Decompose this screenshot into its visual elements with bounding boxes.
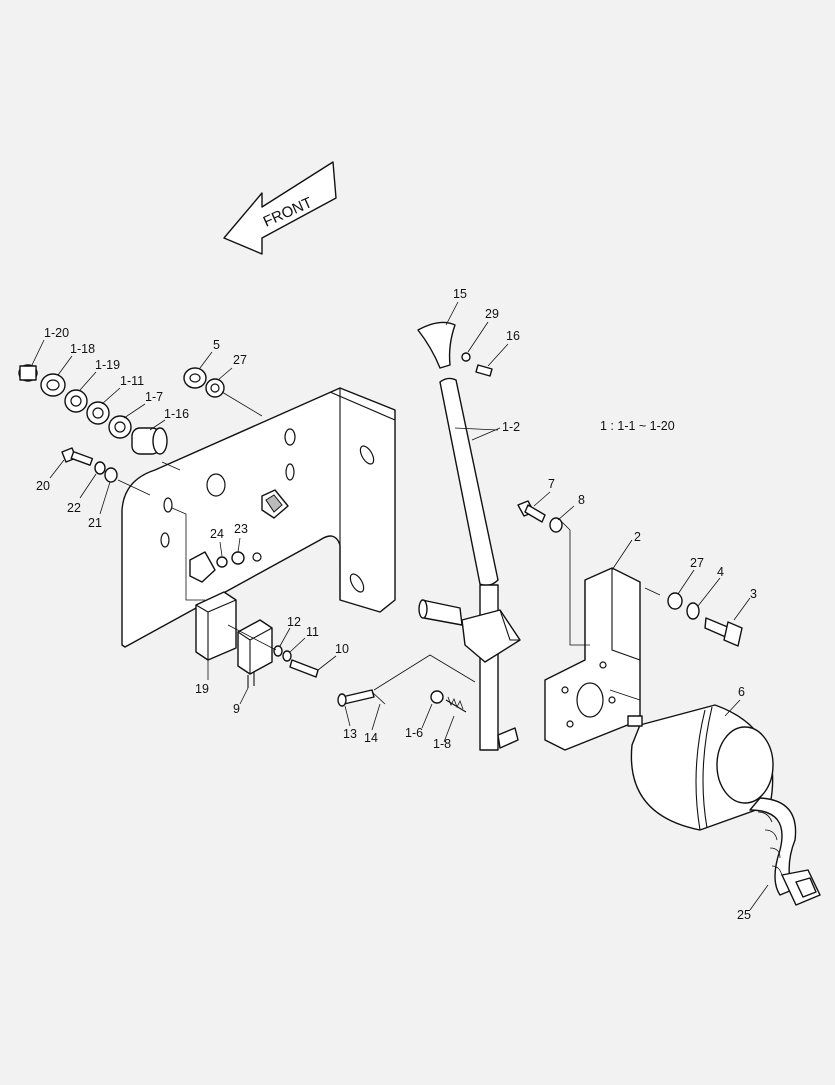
callout-16: 16 — [506, 329, 520, 343]
callout-23: 23 — [234, 522, 248, 536]
switch-assembly — [195, 591, 319, 688]
callout-10: 10 — [335, 642, 349, 656]
callout-1-8: 1-8 — [433, 737, 451, 751]
callout-1-6: 1-6 — [405, 726, 423, 740]
solenoid-bracket — [517, 500, 743, 751]
callout-15: 15 — [453, 287, 467, 301]
callout-12: 12 — [287, 615, 301, 629]
plate-hole — [206, 473, 226, 497]
callout-5: 5 — [213, 338, 220, 352]
callout-1-20: 1-20 — [44, 326, 69, 340]
callout-9: 9 — [233, 702, 240, 716]
scale-note: 1 : 1-1 ~ 1-20 — [600, 419, 675, 433]
solenoid — [627, 704, 821, 906]
callout-29: 29 — [485, 307, 499, 321]
callout-27-left: 27 — [233, 353, 247, 367]
callout-24: 24 — [210, 527, 224, 541]
callout-13: 13 — [343, 727, 357, 741]
callout-14: 14 — [364, 731, 378, 745]
callout-21: 21 — [88, 516, 102, 530]
front-arrow: FRONT — [223, 161, 337, 255]
callout-1-7: 1-7 — [145, 390, 163, 404]
callout-4: 4 — [717, 565, 724, 579]
left-hardware-stack — [18, 364, 263, 601]
callout-25: 25 — [737, 908, 751, 922]
callout-20: 20 — [36, 479, 50, 493]
callout-27-right: 27 — [690, 556, 704, 570]
callout-1-18: 1-18 — [70, 342, 95, 356]
main-bracket-plate — [121, 387, 396, 648]
callout-1-2: 1-2 — [502, 420, 520, 434]
callout-6: 6 — [738, 685, 745, 699]
callout-1-16: 1-16 — [164, 407, 189, 421]
callout-19: 19 — [195, 682, 209, 696]
pin-and-spring — [337, 654, 476, 713]
callout-3: 3 — [750, 587, 757, 601]
shift-lever — [417, 321, 521, 751]
leader-lines — [31, 301, 769, 911]
callout-1-11: 1-11 — [120, 374, 144, 388]
callout-2: 2 — [634, 530, 641, 544]
callout-1-19: 1-19 — [95, 358, 120, 372]
callout-22: 22 — [67, 501, 81, 515]
callout-8: 8 — [578, 493, 585, 507]
callout-11: 11 — [306, 625, 319, 639]
callout-7: 7 — [548, 477, 555, 491]
callout-labels: 1-20 1-18 1-19 1-11 1-7 1-16 5 27 20 22 … — [36, 287, 757, 922]
